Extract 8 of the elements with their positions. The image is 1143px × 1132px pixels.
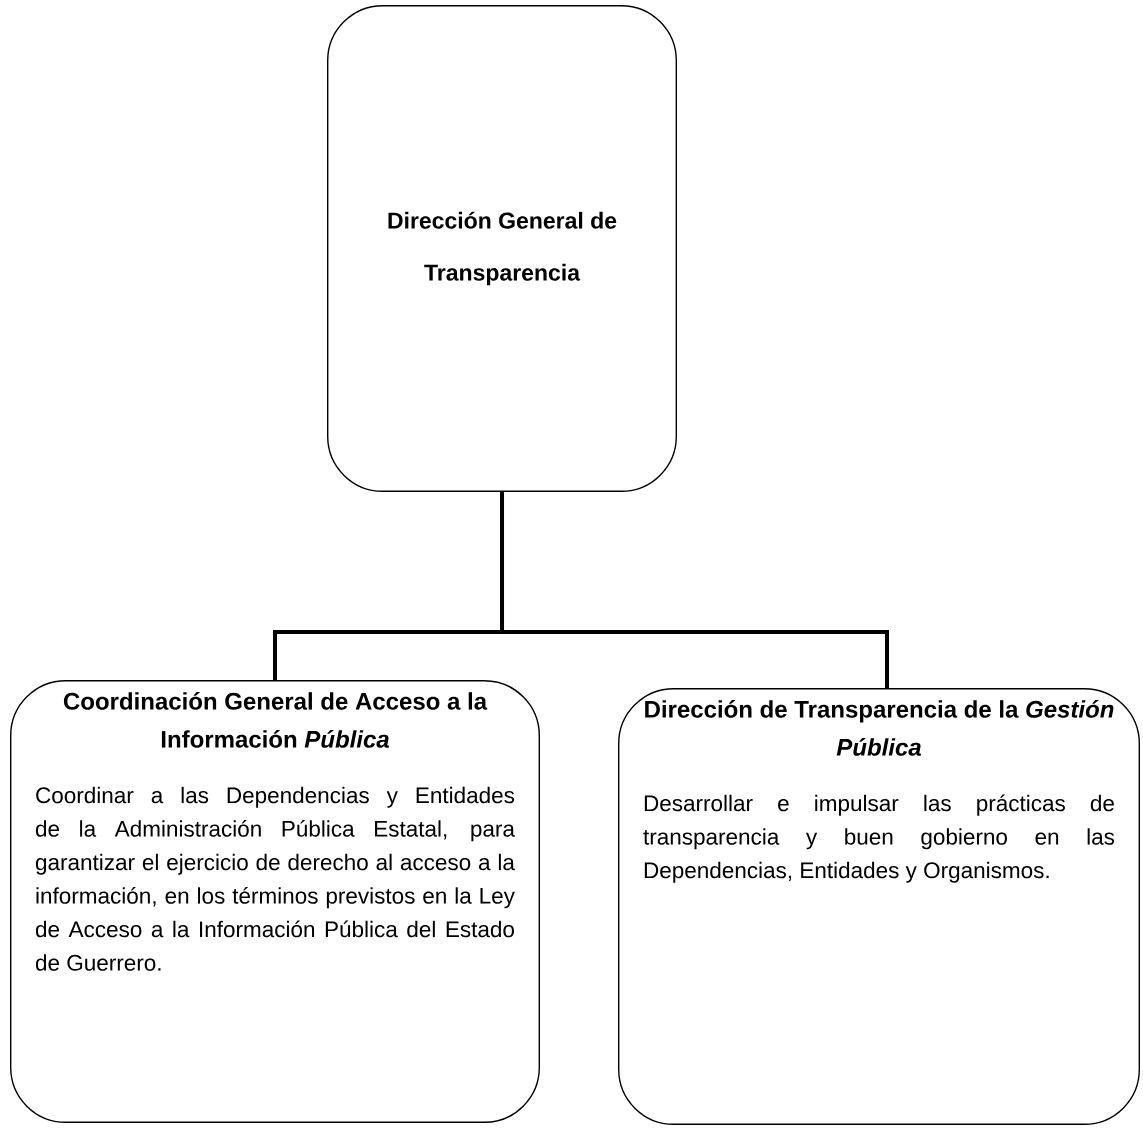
org-box [618, 688, 1140, 1125]
title-text: Dirección General de Transparencia [388, 211, 617, 286]
description-text: Desarrollar e impulsar las prácticas de transparencia y buen gobierno en las Dependencias, Entidades y Organismos. [643, 794, 1115, 883]
org-box [327, 5, 677, 492]
description-text: Coordinar a las Dependencias y Entidades de la Administración Pública Estatal, para garantizar el ejercicio de derecho al acceso a la información, en los términos previstos en la Ley de Acceso a la Información Pública del Estado de Guerrero. [35, 786, 515, 971]
org-box [10, 679, 540, 1123]
heading-text: Coordinación General de Acceso a la Información Pública [63, 692, 488, 748]
heading-text: Dirección de Transparencia de la Gestión Pública [645, 700, 1114, 756]
